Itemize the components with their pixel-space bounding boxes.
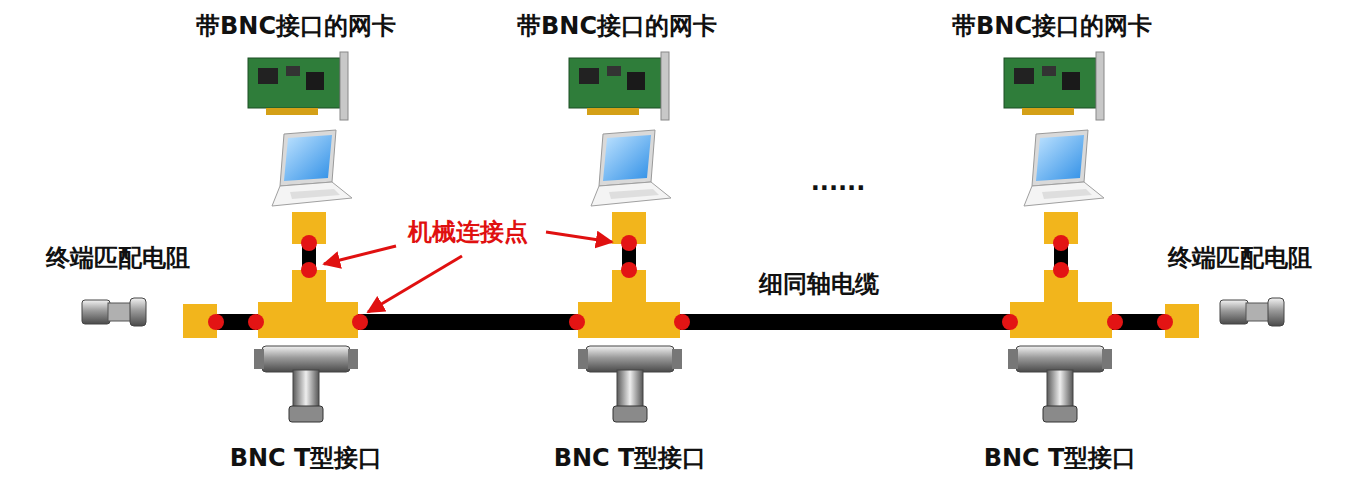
terminator-caption: 终端匹配电阻	[1168, 244, 1312, 272]
card-caption: 带BNC接口的网卡	[196, 12, 396, 40]
t-connector	[1010, 212, 1112, 338]
ellipsis: ......	[811, 168, 866, 196]
connection-dots	[208, 235, 1173, 330]
terminator-caption: 终端匹配电阻	[46, 244, 190, 272]
connector-caption: BNC T型接口	[554, 444, 707, 472]
connector-caption: BNC T型接口	[984, 444, 1137, 472]
card-caption: 带BNC接口的网卡	[952, 12, 1152, 40]
t-connector	[578, 212, 680, 338]
connection-point-caption: 机械连接点	[408, 218, 528, 246]
card-caption: 带BNC接口的网卡	[517, 12, 717, 40]
cable-caption: 细同轴电缆	[759, 270, 879, 298]
connector-caption: BNC T型接口	[230, 444, 383, 472]
t-connector	[258, 212, 358, 338]
